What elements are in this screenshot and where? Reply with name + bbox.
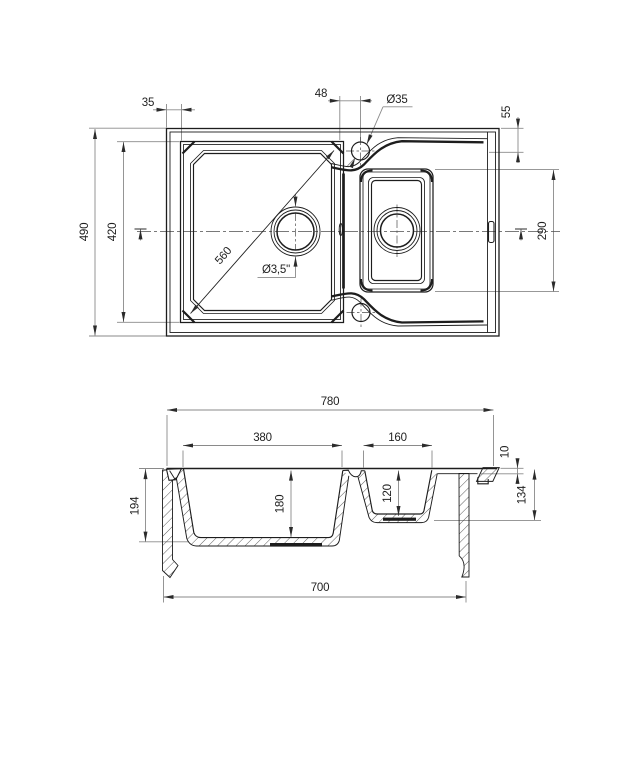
main-bowl-rim-mid [183,144,341,320]
main-drain-recess [270,543,322,547]
arrowhead [532,469,537,480]
drainer-lip-top-thin [331,137,488,168]
dim-small-bowl-depth: 120 [382,484,394,503]
main-bowl-outer-surface [171,475,350,547]
arrowhead [167,408,177,412]
tap-hole-bottom [351,302,371,323]
divider-slot [338,223,343,236]
diagonal-line [190,150,335,314]
arrowhead [289,470,293,481]
arrowhead [456,595,466,599]
dim-overall-depth: 490 [79,223,91,242]
main-drain [270,206,321,257]
dim-small-bowl-length: 290 [537,222,549,241]
drainer-lip-bottom-thick [331,292,484,324]
arrowhead [293,196,298,207]
arrowhead [329,98,340,103]
arrowhead [551,281,556,292]
dim-tap-offset: 48 [315,88,327,100]
rim-cut-right [475,467,500,482]
arrowhead [349,158,355,169]
main-bowl-corner-chamfers [181,140,345,324]
main-bowl-opening-inner [192,152,333,312]
arrowhead [183,443,193,448]
arrowhead [519,229,523,240]
small-drain-recess [383,517,416,521]
top-view [165,127,500,337]
sink-outer-edge [165,127,500,337]
arrowhead [121,312,126,322]
overflow-slot [487,220,495,244]
arrowhead [138,229,143,240]
arrowhead [483,408,494,412]
arrowhead [143,531,148,542]
tap-hole-top [350,141,371,161]
dimension-arrowheads [93,98,556,599]
centerlines [134,137,560,327]
divider-notch [342,469,365,478]
right-support-wall [458,473,470,578]
arrowhead [143,469,148,480]
arrowhead [532,510,537,521]
main-bowl-wall-band [176,468,349,546]
arrowhead [396,506,401,516]
drainer-lip-top-thick [331,140,484,172]
main-bowl-inner-surface [182,468,344,539]
arrowhead [93,129,97,139]
arrowhead [325,150,334,160]
arrowhead [93,325,97,336]
arrowhead [293,256,298,267]
sink-inner-edge [169,131,496,333]
main-bowl-opening-outer [190,150,335,314]
arrowhead [181,107,192,112]
dim-underside-width: 700 [311,582,330,594]
arrowhead [396,470,401,481]
dim-tap-hole-diameter: Ø35 [386,94,407,106]
arrowhead [289,527,293,537]
small-bowl-outer-surface [357,473,438,524]
dimension-labels: 490 420 35 48 Ø35 55 290 560 Ø3,5" 780 3… [79,88,549,594]
arrowhead [551,170,556,180]
small-bowl-rim [359,168,434,293]
dim-drain-diameter: Ø3,5" [262,264,290,276]
dim-bowl-diagonal: 560 [213,245,234,267]
arrowhead [163,595,174,599]
arrowhead [366,134,373,145]
dim-recess-depth: 10 [500,446,512,458]
arrowhead [360,98,371,103]
section-view [162,467,500,579]
arrowhead [422,443,432,448]
fastening-hook [477,477,489,485]
dimension-lines [89,96,559,603]
arrowhead [363,443,374,448]
arrowhead [156,107,167,112]
arrowhead [515,458,520,469]
dim-edge-offset: 35 [142,97,154,109]
left-support-wall [162,469,179,579]
arrowhead [515,473,520,484]
small-drain [373,207,421,254]
drainer-lip-bottom-thin [331,296,488,327]
arrowhead [516,118,520,129]
arrowhead [516,152,520,163]
dim-overall-width: 780 [321,396,340,408]
dim-drainer-offset: 55 [501,106,513,118]
arrowhead [190,304,199,314]
dim-small-bowl-total-depth: 134 [517,485,529,504]
main-bowl-rim-outer [179,140,345,324]
dim-main-bowl-length: 420 [107,223,119,242]
dim-small-bowl-width: 160 [388,432,407,444]
arrowhead [121,142,126,152]
dim-main-bowl-width: 380 [253,432,272,444]
dim-main-bowl-depth: 180 [275,495,287,514]
dim-overall-height: 194 [130,496,142,515]
arrowhead [332,443,342,448]
